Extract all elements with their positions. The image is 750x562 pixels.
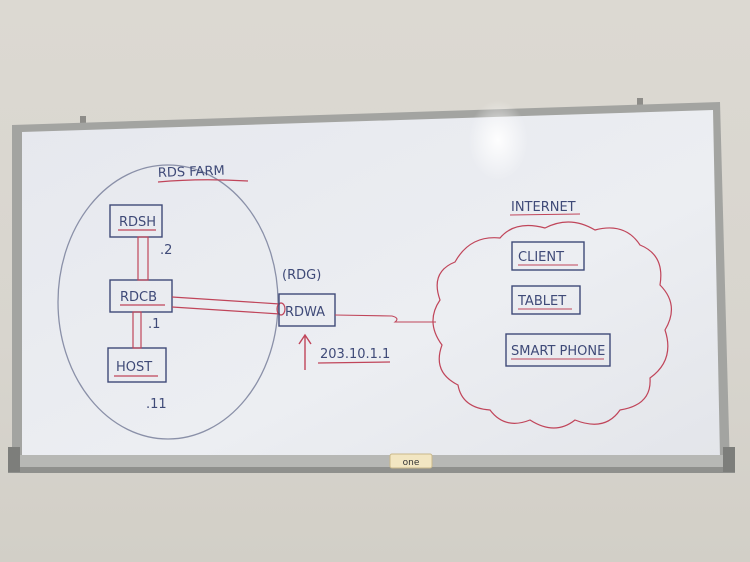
internet-underline [509, 213, 581, 216]
rdsh-box [109, 204, 163, 238]
smartphone-box [505, 333, 611, 367]
light-glare [468, 100, 528, 180]
rds-farm-circle [57, 164, 279, 440]
rdwa-label: RDWA [285, 305, 325, 320]
client-box [511, 241, 585, 271]
mount-clip-left [80, 116, 86, 124]
gateway-label: (RDG) [282, 268, 321, 283]
farm-label-underline [157, 179, 249, 183]
tray-end-left [8, 447, 20, 472]
rdsh-address: .2 [160, 243, 172, 258]
link-rdwa-internet [334, 314, 436, 323]
farm-label: RDS FARM [158, 164, 225, 181]
rdcb-label: RDCB [120, 290, 157, 305]
public-ip-underline [317, 361, 391, 364]
rdsh-label: RDSH [119, 215, 156, 230]
internet-label: INTERNET [511, 200, 576, 215]
internet-cloud [432, 221, 672, 429]
ip-arrow [298, 333, 312, 370]
tray-lip [8, 467, 735, 473]
tray-tag [389, 453, 433, 469]
tray-tag-label: one [403, 458, 420, 468]
rdwa-box [278, 293, 336, 327]
host-address: .11 [146, 397, 167, 412]
pipe-rdcb-host [132, 311, 142, 349]
pipe-rdcb-rdwa [171, 296, 281, 315]
tablet-label: TABLET [517, 294, 566, 309]
smartphone-label: SMART PHONE [511, 344, 605, 359]
tray-end-right [723, 447, 735, 472]
pipe-rdsh-rdcb [137, 236, 149, 281]
board-surface [22, 110, 720, 460]
host-label: HOST [116, 360, 152, 375]
pipe-end-cap [276, 302, 286, 316]
mount-clip-right [637, 98, 643, 106]
public-ip-label: 203.10.1.1 [320, 347, 390, 362]
tablet-box [511, 285, 581, 315]
rdcb-address: .1 [148, 317, 160, 332]
client-label: CLIENT [518, 250, 564, 265]
